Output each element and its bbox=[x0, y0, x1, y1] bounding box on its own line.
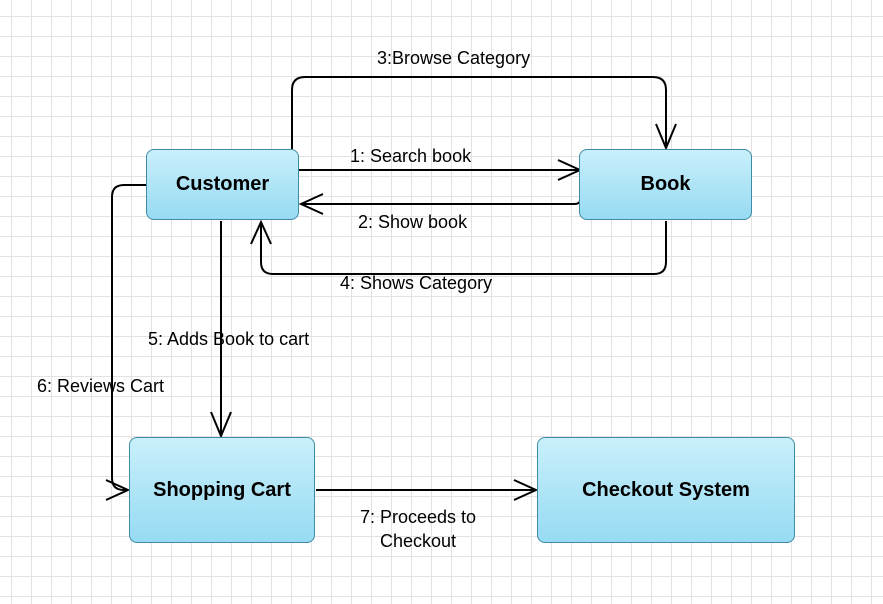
edge-reviews-cart bbox=[111, 184, 146, 491]
checkout-system-node[interactable]: Checkout System bbox=[537, 437, 795, 543]
arrowhead-proceeds-checkout bbox=[513, 479, 539, 501]
arrowhead-show-book bbox=[298, 193, 324, 215]
edge-label-reviews-cart: 6: Reviews Cart bbox=[37, 376, 165, 396]
edge-label-proceeds-line1: 7: Proceeds to bbox=[359, 507, 477, 527]
customer-node[interactable]: Customer bbox=[146, 149, 299, 220]
shopping-cart-node[interactable]: Shopping Cart bbox=[129, 437, 315, 543]
edge-label-proceeds-line2: Checkout bbox=[379, 531, 457, 551]
edge-label-browse-category: 3:Browse Category bbox=[377, 48, 531, 68]
edge-label-adds-book: 5: Adds Book to cart bbox=[148, 329, 310, 349]
customer-label: Customer bbox=[175, 173, 270, 195]
edge-label-show-book: 2: Show book bbox=[358, 212, 468, 232]
edge-browse-category bbox=[291, 76, 667, 149]
edge-label-proceeds-checkout: 7: Proceeds to Checkout bbox=[348, 505, 488, 553]
shopping-cart-label: Shopping Cart bbox=[153, 478, 291, 501]
edge-show-book bbox=[301, 199, 581, 205]
edge-shows-category bbox=[260, 221, 667, 275]
edge-label-shows-category: 4: Shows Category bbox=[340, 273, 493, 293]
book-node[interactable]: Book bbox=[579, 149, 752, 220]
book-label: Book bbox=[640, 173, 691, 195]
arrowhead-adds-book bbox=[210, 411, 232, 439]
arrowhead-browse-category bbox=[655, 123, 677, 151]
edge-label-search-book: 1: Search book bbox=[350, 146, 472, 166]
arrowhead-shows-category bbox=[250, 219, 272, 245]
arrowhead-reviews-cart bbox=[105, 479, 131, 501]
checkout-system-label: Checkout System bbox=[582, 478, 750, 501]
